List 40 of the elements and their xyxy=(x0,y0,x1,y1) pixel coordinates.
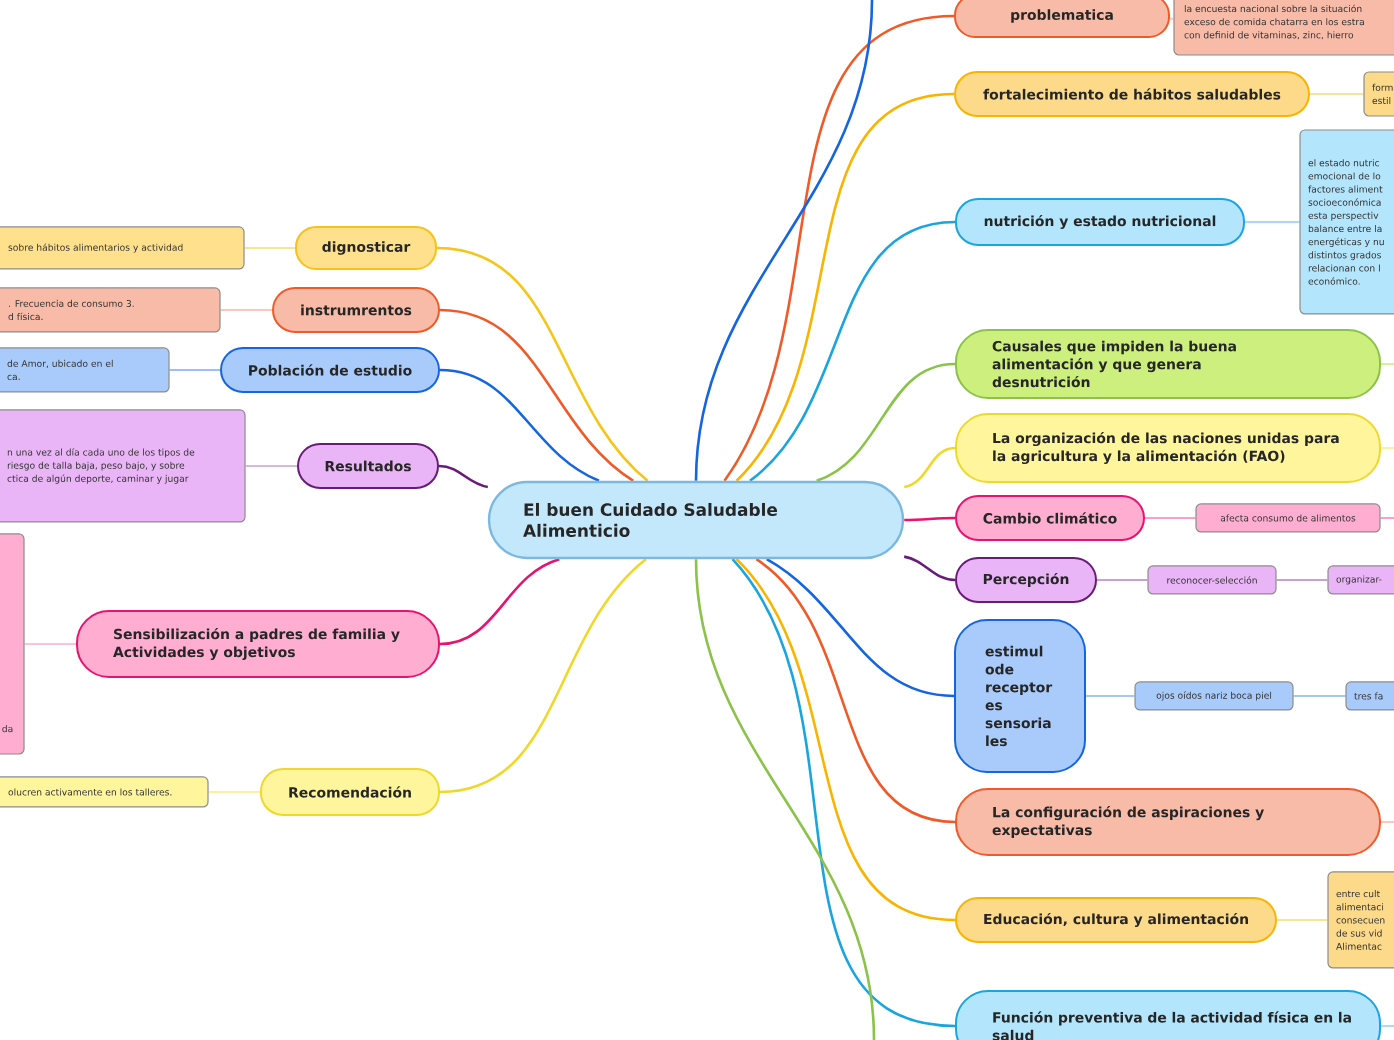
connector-line xyxy=(1309,93,1365,95)
branch-line xyxy=(735,92,955,482)
connector-line xyxy=(1380,446,1394,449)
branch-line xyxy=(904,516,956,522)
branch-line xyxy=(766,558,955,698)
connector-line xyxy=(1276,918,1329,921)
branch-line xyxy=(436,246,649,482)
branch-line xyxy=(694,0,874,481)
connector-line xyxy=(1144,516,1197,519)
connector-line xyxy=(243,246,296,249)
connector-line xyxy=(244,464,298,467)
branch-line xyxy=(439,368,600,482)
connector-line xyxy=(23,642,77,645)
connector-line xyxy=(1275,578,1329,581)
connector-line xyxy=(1169,17,1175,20)
branch-line xyxy=(731,558,956,1028)
branch-line xyxy=(694,559,876,1040)
branch-line xyxy=(439,557,560,646)
connector-line xyxy=(1380,1024,1394,1027)
central-topic: El buen Cuidado Saludable Alimenticio xyxy=(487,480,905,560)
connector-line xyxy=(1380,362,1394,365)
connector-line xyxy=(1244,220,1301,223)
connector-line xyxy=(1379,516,1394,519)
connector-line xyxy=(1380,820,1394,823)
branch-line xyxy=(816,362,956,482)
connector-line xyxy=(1292,694,1347,697)
branch-line xyxy=(749,220,956,482)
connector-line xyxy=(207,790,261,793)
branch-line xyxy=(735,558,956,922)
connector-line xyxy=(1096,578,1149,581)
connector-line xyxy=(219,308,273,311)
branch-line xyxy=(439,308,635,482)
branch-line xyxy=(723,14,955,482)
branch-line xyxy=(438,464,489,489)
branch-line xyxy=(903,555,956,582)
branch-line xyxy=(903,446,956,489)
branch-line xyxy=(755,558,956,824)
connector-line xyxy=(1085,694,1136,697)
connector-line xyxy=(168,368,221,371)
branch-line xyxy=(439,558,647,794)
